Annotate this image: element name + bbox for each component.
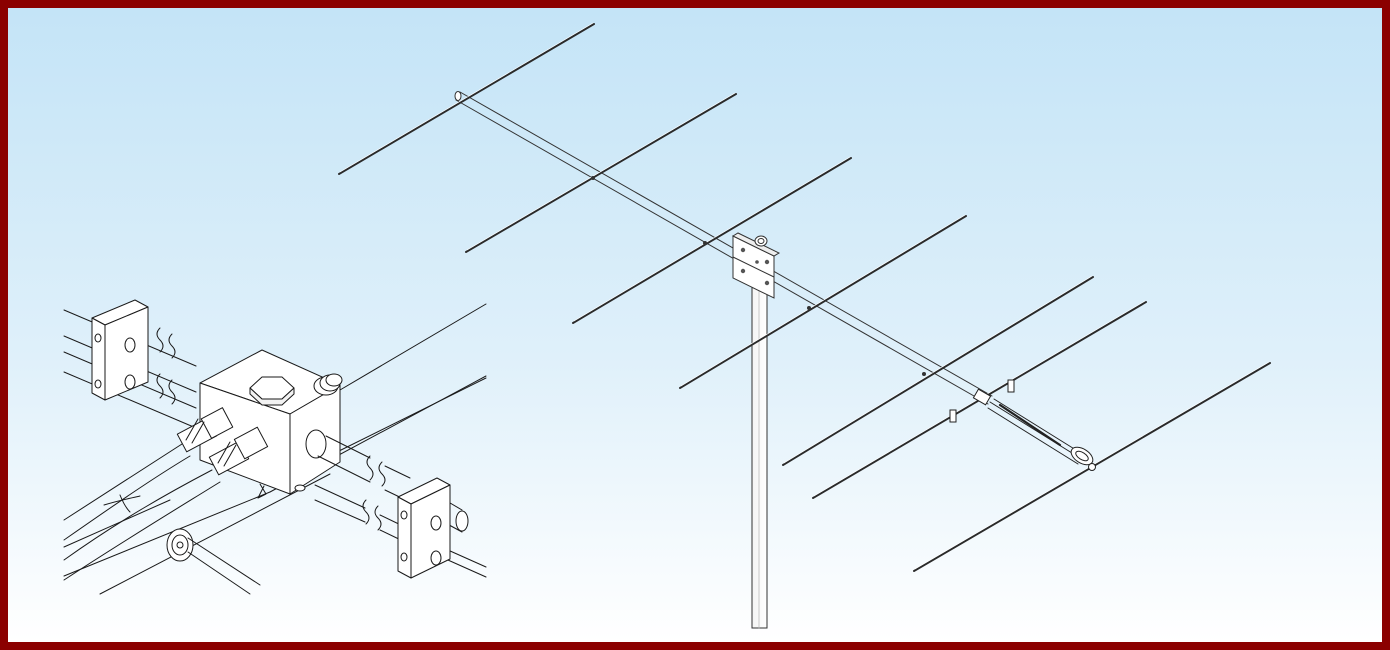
break-marks <box>156 327 386 531</box>
antenna-drawing <box>63 22 1271 629</box>
box-cap-hex <box>249 376 295 406</box>
coax-cables <box>63 407 269 581</box>
element-4 <box>679 214 967 389</box>
element-1 <box>338 22 595 175</box>
yagi-antenna <box>338 22 1271 629</box>
boom <box>454 91 993 405</box>
element-mounts <box>591 176 926 376</box>
element-2 <box>465 92 737 253</box>
antenna-elements <box>338 22 1271 572</box>
detail-bracket-left <box>91 299 149 401</box>
coax-connector-2 <box>208 426 269 476</box>
element-insulator <box>166 528 261 595</box>
mast-clamp <box>731 232 781 299</box>
element-3 <box>572 156 852 324</box>
feed-box-detail <box>63 299 487 595</box>
coax-connector-1 <box>176 407 234 453</box>
detail-bracket-right <box>397 477 451 579</box>
mast <box>751 267 768 629</box>
element-5 <box>782 275 1094 466</box>
side-connector <box>313 373 343 396</box>
gamma-match <box>949 379 1096 471</box>
